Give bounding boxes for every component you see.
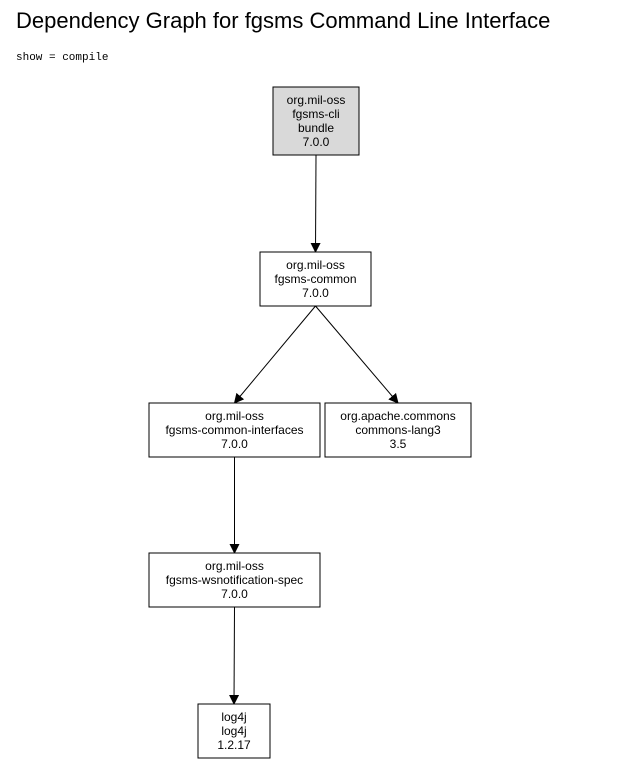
page-title: Dependency Graph for fgsms Command Line … bbox=[16, 8, 551, 33]
node-label-line: 3.5 bbox=[390, 437, 407, 451]
node-box-wsnotification-spec bbox=[148, 552, 321, 608]
node-box-common bbox=[259, 251, 372, 307]
nodes-layer: org.mil-ossfgsms-clibundle7.0.0org.mil-o… bbox=[148, 86, 472, 759]
node-label-line: org.mil-oss bbox=[287, 93, 346, 107]
node-label-line: commons-lang3 bbox=[355, 423, 441, 437]
node-label-line: fgsms-cli bbox=[292, 107, 339, 121]
node-label-line: 7.0.0 bbox=[221, 587, 248, 601]
node-label-line: log4j bbox=[221, 724, 246, 738]
node-label-line: org.mil-oss bbox=[286, 258, 345, 272]
edges-layer bbox=[229, 154, 399, 705]
node-wsnotification-spec: org.mil-ossfgsms-wsnotification-spec7.0.… bbox=[148, 552, 321, 608]
edge-common-to-commons-lang3 bbox=[315, 305, 399, 404]
node-box-commons-lang3 bbox=[324, 402, 472, 458]
node-box-root bbox=[272, 86, 360, 156]
node-label-line: org.mil-oss bbox=[205, 409, 264, 423]
node-label-line: 7.0.0 bbox=[303, 135, 330, 149]
node-label-line: org.apache.commons bbox=[340, 409, 455, 423]
node-box-log4j bbox=[197, 703, 271, 759]
edge-common-to-common-interfaces bbox=[233, 305, 316, 404]
node-label-line: fgsms-wsnotification-spec bbox=[166, 573, 303, 587]
node-label-line: org.mil-oss bbox=[205, 559, 264, 573]
scope-label: show = compile bbox=[16, 52, 109, 64]
node-label-line: log4j bbox=[221, 710, 246, 724]
node-label-line: fgsms-common bbox=[274, 272, 356, 286]
node-box-common-interfaces bbox=[148, 402, 321, 458]
node-label-line: 7.0.0 bbox=[302, 286, 329, 300]
node-label-line: 1.2.17 bbox=[217, 738, 251, 752]
node-label-line: bundle bbox=[298, 121, 334, 135]
edge-root-to-common bbox=[310, 154, 321, 253]
node-label-line: 7.0.0 bbox=[221, 437, 248, 451]
node-label-line: fgsms-common-interfaces bbox=[165, 423, 303, 437]
edge-wsnotification-spec-to-log4j bbox=[229, 606, 240, 705]
